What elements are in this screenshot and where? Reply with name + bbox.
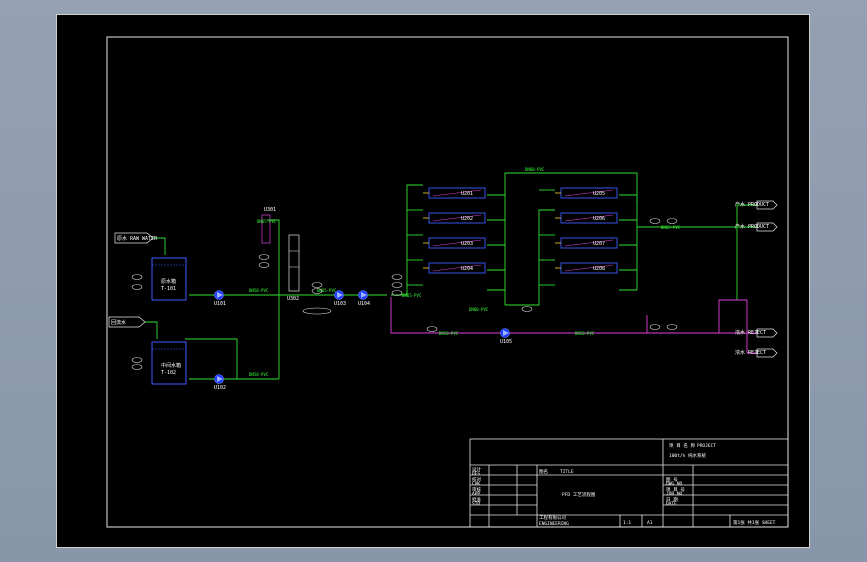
feed-1-label: 原水 RAW WATER [117,235,158,242]
title-block-text: 项 目 名 称 PROJECT 100t/h 纯水系统 图名 TITLE PFD… [472,442,776,527]
pipe-label-5: DN80-PVC [525,167,545,172]
tb-project-label: 项 目 名 称 [669,442,696,449]
pump-u103-tag: U103 [334,301,346,307]
tb-company: 工程有限公司 [539,514,566,521]
membrane-u208[interactable]: U208 [555,262,618,274]
tb-right-row-1: DWG NO [666,481,683,487]
tb-right-row-0: 图 号 [666,477,678,483]
tb-drawing-title: PFD 工艺流程图 [562,491,596,498]
pump-u102-tag: U102 [214,385,226,391]
pipe-label-8: DN50-PVC [575,331,595,336]
membrane-u201-tag: U201 [461,191,473,197]
pipe-label-7: DN50-PVC [439,331,459,336]
membrane-u204-tag: U204 [461,266,473,272]
feed-arrow-1: 原水 RAW WATER [114,232,158,244]
out-4-label: 浓水 REJECT [735,349,766,356]
filter-u302: U302 [287,296,299,302]
membrane-u205[interactable]: U205 [555,187,618,199]
tank-t102: 中间水箱 T-102 [151,341,187,385]
membrane-u202-tag: U202 [461,216,473,222]
out-2-label: 产水 PRODUCT [735,223,769,230]
filter-u301: U301 [264,207,276,213]
pump-u102[interactable]: U102 [214,374,226,392]
tb-right-row-4: 日 期 [666,497,678,503]
tb-project-value: 100t/h 纯水系统 [669,452,706,459]
tb-right-row-2: 项 目 号 [666,487,685,493]
outlet-arrows: 产水 PRODUCT 产水 PRODUCT 浓水 REJECT 浓水 REJEC… [735,200,778,358]
drawing-sheet[interactable]: 项 目 名 称 PROJECT 100t/h 纯水系统 图名 TITLE PFD… [56,14,810,548]
tb-left-row-1: DES [472,471,480,477]
tb-left-row-5: APP [472,491,480,497]
pipe-label-4: DN65-PVC [402,293,422,298]
magenta-piping [390,297,757,354]
tb-company-en: ENGINEERING [539,521,569,527]
pump-u104[interactable]: U104 [358,290,370,308]
out-1-label: 产水 PRODUCT [735,201,769,208]
membrane-u206-tag: U206 [593,216,605,222]
pipe-label-2: DN65-PVC [257,219,277,224]
tb-scale: 1:1 [623,520,631,526]
instrument-bubbles [131,218,678,370]
tank-t102-line1: 中间水箱 [161,362,181,369]
tb-right-row-5: DATE [666,501,677,507]
membrane-u205-tag: U205 [593,191,605,197]
pump-u104-tag: U104 [358,301,370,307]
membrane-u206[interactable]: U206 [555,212,618,224]
inner-border [106,36,789,528]
pump-u101[interactable]: U101 [214,290,226,308]
tank-t101: 原水箱 T-101 [151,257,187,301]
tb-left-row-7: STD [472,501,480,507]
pfd-drawing: 项 目 名 称 PROJECT 100t/h 纯水系统 图名 TITLE PFD… [106,36,789,528]
tb-bottom-right: 第1张 共1张 SHEET [733,519,776,526]
pipe-label-1: DN50-PVC [249,372,269,377]
membrane-u202[interactable]: U202 [423,212,486,224]
pump-u101-tag: U101 [214,301,226,307]
tb-left-row-3: CHK [472,481,480,487]
membrane-u207-tag: U207 [593,241,605,247]
title-block [469,438,789,528]
pump-u105[interactable]: U105 [500,328,512,346]
feed-arrow-2: 回流水 [108,316,146,328]
tb-sheet: A1 [647,520,653,526]
tb-right-row-3: JOB NO [666,491,683,497]
green-piping [145,172,757,380]
membrane-u201[interactable]: U201 [423,187,486,199]
pipe-labels: DN50-PVC DN50-PVC DN65-PVC DN65-PVC DN65-PVC… [249,167,681,377]
tb-left-row-2: 校对 [472,476,481,483]
membrane-u204[interactable]: U204 [423,262,486,274]
tank-t102-line2: T-102 [161,370,176,376]
tb-left-row-4: 审核 [472,486,481,493]
tank-t101-line1: 原水箱 [161,278,176,285]
tb-title-label: 图名 [539,468,548,475]
pump-u105-tag: U105 [500,339,512,345]
membrane-u203[interactable]: U203 [423,237,486,249]
tb-title-en: TITLE [560,469,574,475]
filter-column: U301 U302 [261,207,300,302]
pipe-label-3: DN65-PVC [317,288,337,293]
out-3-label: 浓水 REJECT [735,329,766,336]
pipe-label-0: DN50-PVC [249,288,269,293]
membrane-u203-tag: U203 [461,241,473,247]
tb-left-row-6: 批准 [472,496,481,503]
feed-2-label: 回流水 [111,319,126,326]
membrane-u207[interactable]: U207 [555,237,618,249]
pump-u103[interactable]: U103 [334,290,346,308]
tb-project-en: PROJECT [697,443,716,449]
membrane-u208-tag: U208 [593,266,605,272]
pipe-label-9: DN65-PVC [661,225,681,230]
tb-left-row-0: 设计 [472,466,481,473]
pipe-label-6: DN80-PVC [469,307,489,312]
tank-t101-line2: T-101 [161,286,176,292]
